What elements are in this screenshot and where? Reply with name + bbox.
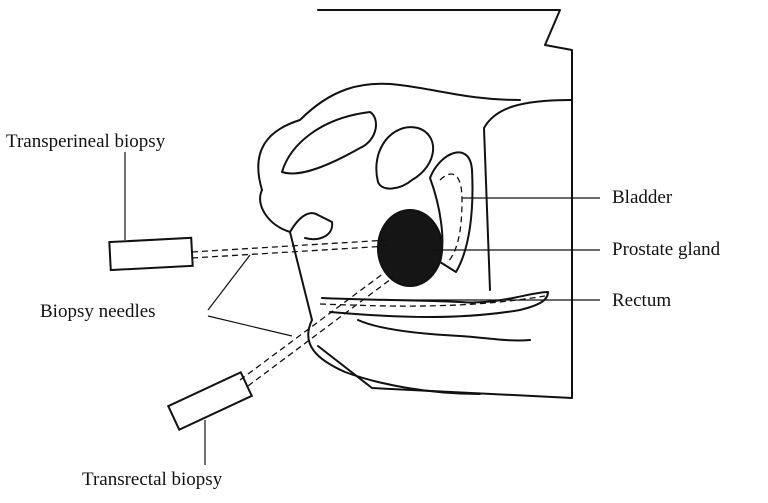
label-rectum: Rectum [612, 290, 672, 311]
rectum-outline [321, 291, 549, 342]
perineum-curve [307, 319, 481, 395]
pubic-bone [257, 82, 521, 191]
transrectal-needle-2 [247, 275, 396, 387]
bladder-dash [439, 173, 463, 263]
transrectal-probe [166, 370, 254, 432]
prostate-gland [377, 209, 443, 287]
transperineal-needle [191, 239, 389, 253]
bladder-shape [375, 126, 434, 190]
label-prostate-gland: Prostate gland [612, 239, 721, 260]
leader-needles-b [207, 315, 293, 337]
label-bladder: Bladder [612, 187, 673, 208]
transperineal-probe [108, 236, 194, 272]
body-outline [317, 9, 573, 399]
transrectal-needle [239, 269, 389, 381]
label-transperineal-biopsy: Transperineal biopsy [6, 131, 166, 152]
leader-needles-a [207, 254, 251, 311]
bladder-wall [429, 151, 474, 273]
sacral-wall [483, 99, 573, 291]
label-transrectal-biopsy: Transrectal biopsy [82, 469, 223, 490]
transperineal-needle-2 [191, 245, 389, 259]
label-biopsy-needles: Biopsy needles [40, 301, 156, 322]
pubic-ramus [259, 189, 334, 321]
